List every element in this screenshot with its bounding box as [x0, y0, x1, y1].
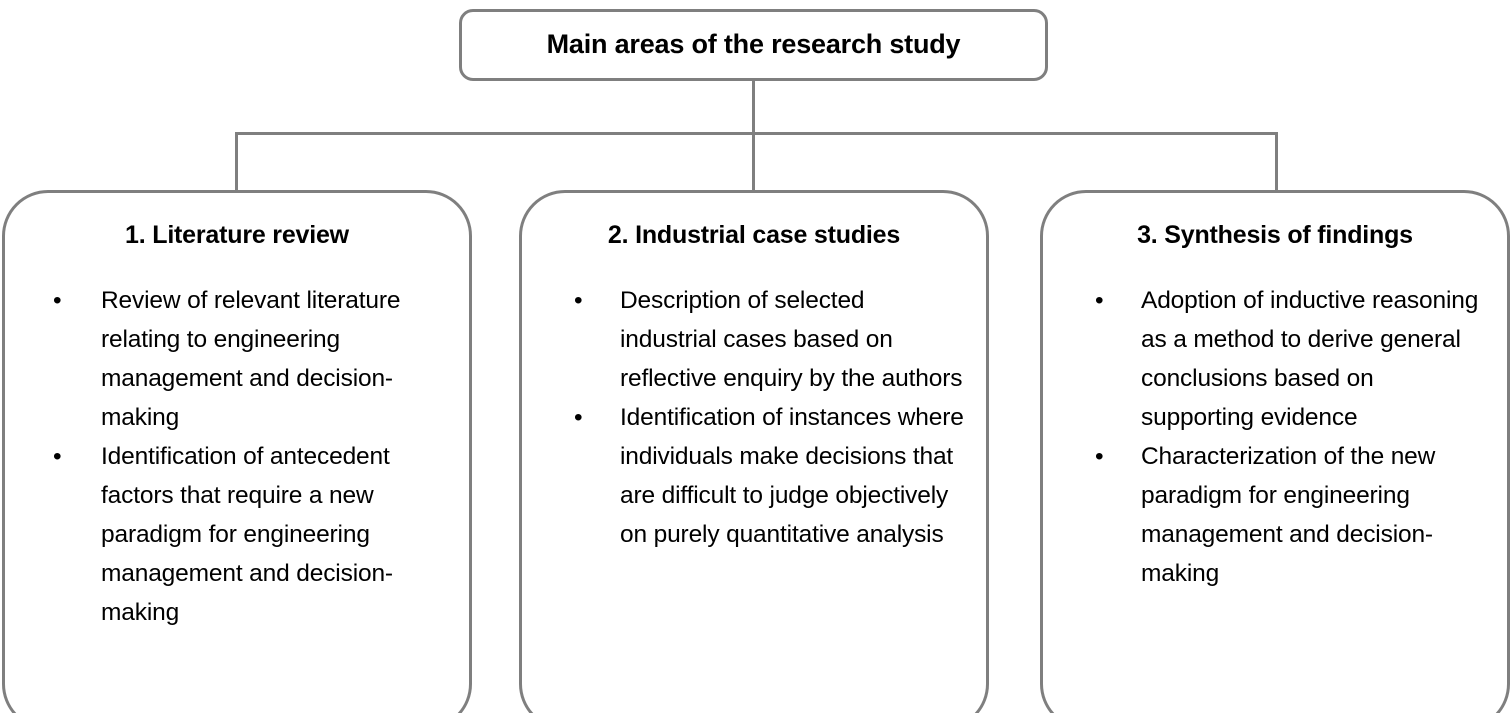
connector-drop-branch-3 — [1275, 132, 1278, 192]
branch-bullet-list: • Adoption of inductive reasoning as a m… — [1053, 281, 1497, 593]
list-item-text: Characterization of the new paradigm for… — [1141, 442, 1436, 587]
connector-root-vertical — [752, 81, 755, 135]
list-item: • Identification of instances where indi… — [532, 398, 976, 554]
node-branch-literature-review[interactable]: 1. Literature review • Review of relevan… — [2, 190, 472, 713]
list-item: • Identification of antecedent factors t… — [15, 437, 459, 632]
connector-drop-branch-1 — [235, 132, 238, 192]
list-item: • Review of relevant literature relating… — [15, 281, 459, 437]
list-item: • Characterization of the new paradigm f… — [1053, 437, 1497, 593]
branch-title: 1. Literature review — [125, 221, 349, 249]
list-item: • Description of selected industrial cas… — [532, 281, 976, 398]
connector-drop-branch-2 — [752, 132, 755, 192]
connector-horizontal-bus — [235, 132, 1278, 135]
bullet-icon: • — [574, 286, 583, 314]
branch-title: 3. Synthesis of findings — [1137, 221, 1413, 249]
node-root-main-areas[interactable]: Main areas of the research study — [459, 9, 1048, 81]
bullet-icon: • — [574, 403, 583, 431]
node-root-title: Main areas of the research study — [546, 29, 961, 60]
node-branch-industrial-case-studies[interactable]: 2. Industrial case studies • Description… — [519, 190, 989, 713]
list-item-text: Description of selected industrial cases… — [620, 286, 963, 392]
bullet-icon: • — [53, 442, 62, 470]
node-branch-synthesis-of-findings[interactable]: 3. Synthesis of findings • Adoption of i… — [1040, 190, 1510, 713]
list-item-text: Adoption of inductive reasoning as a met… — [1141, 286, 1479, 431]
branch-title: 2. Industrial case studies — [607, 221, 901, 249]
list-item: • Adoption of inductive reasoning as a m… — [1053, 281, 1497, 437]
bullet-icon: • — [1095, 286, 1104, 314]
list-item-text: Review of relevant literature relating t… — [101, 286, 401, 431]
branch-bullet-list: • Description of selected industrial cas… — [532, 281, 976, 554]
list-item-text: Identification of instances where indivi… — [620, 403, 964, 548]
list-item-text: Identification of antecedent factors tha… — [101, 442, 393, 626]
bullet-icon: • — [53, 286, 62, 314]
branch-bullet-list: • Review of relevant literature relating… — [15, 281, 459, 632]
bullet-icon: • — [1095, 442, 1104, 470]
